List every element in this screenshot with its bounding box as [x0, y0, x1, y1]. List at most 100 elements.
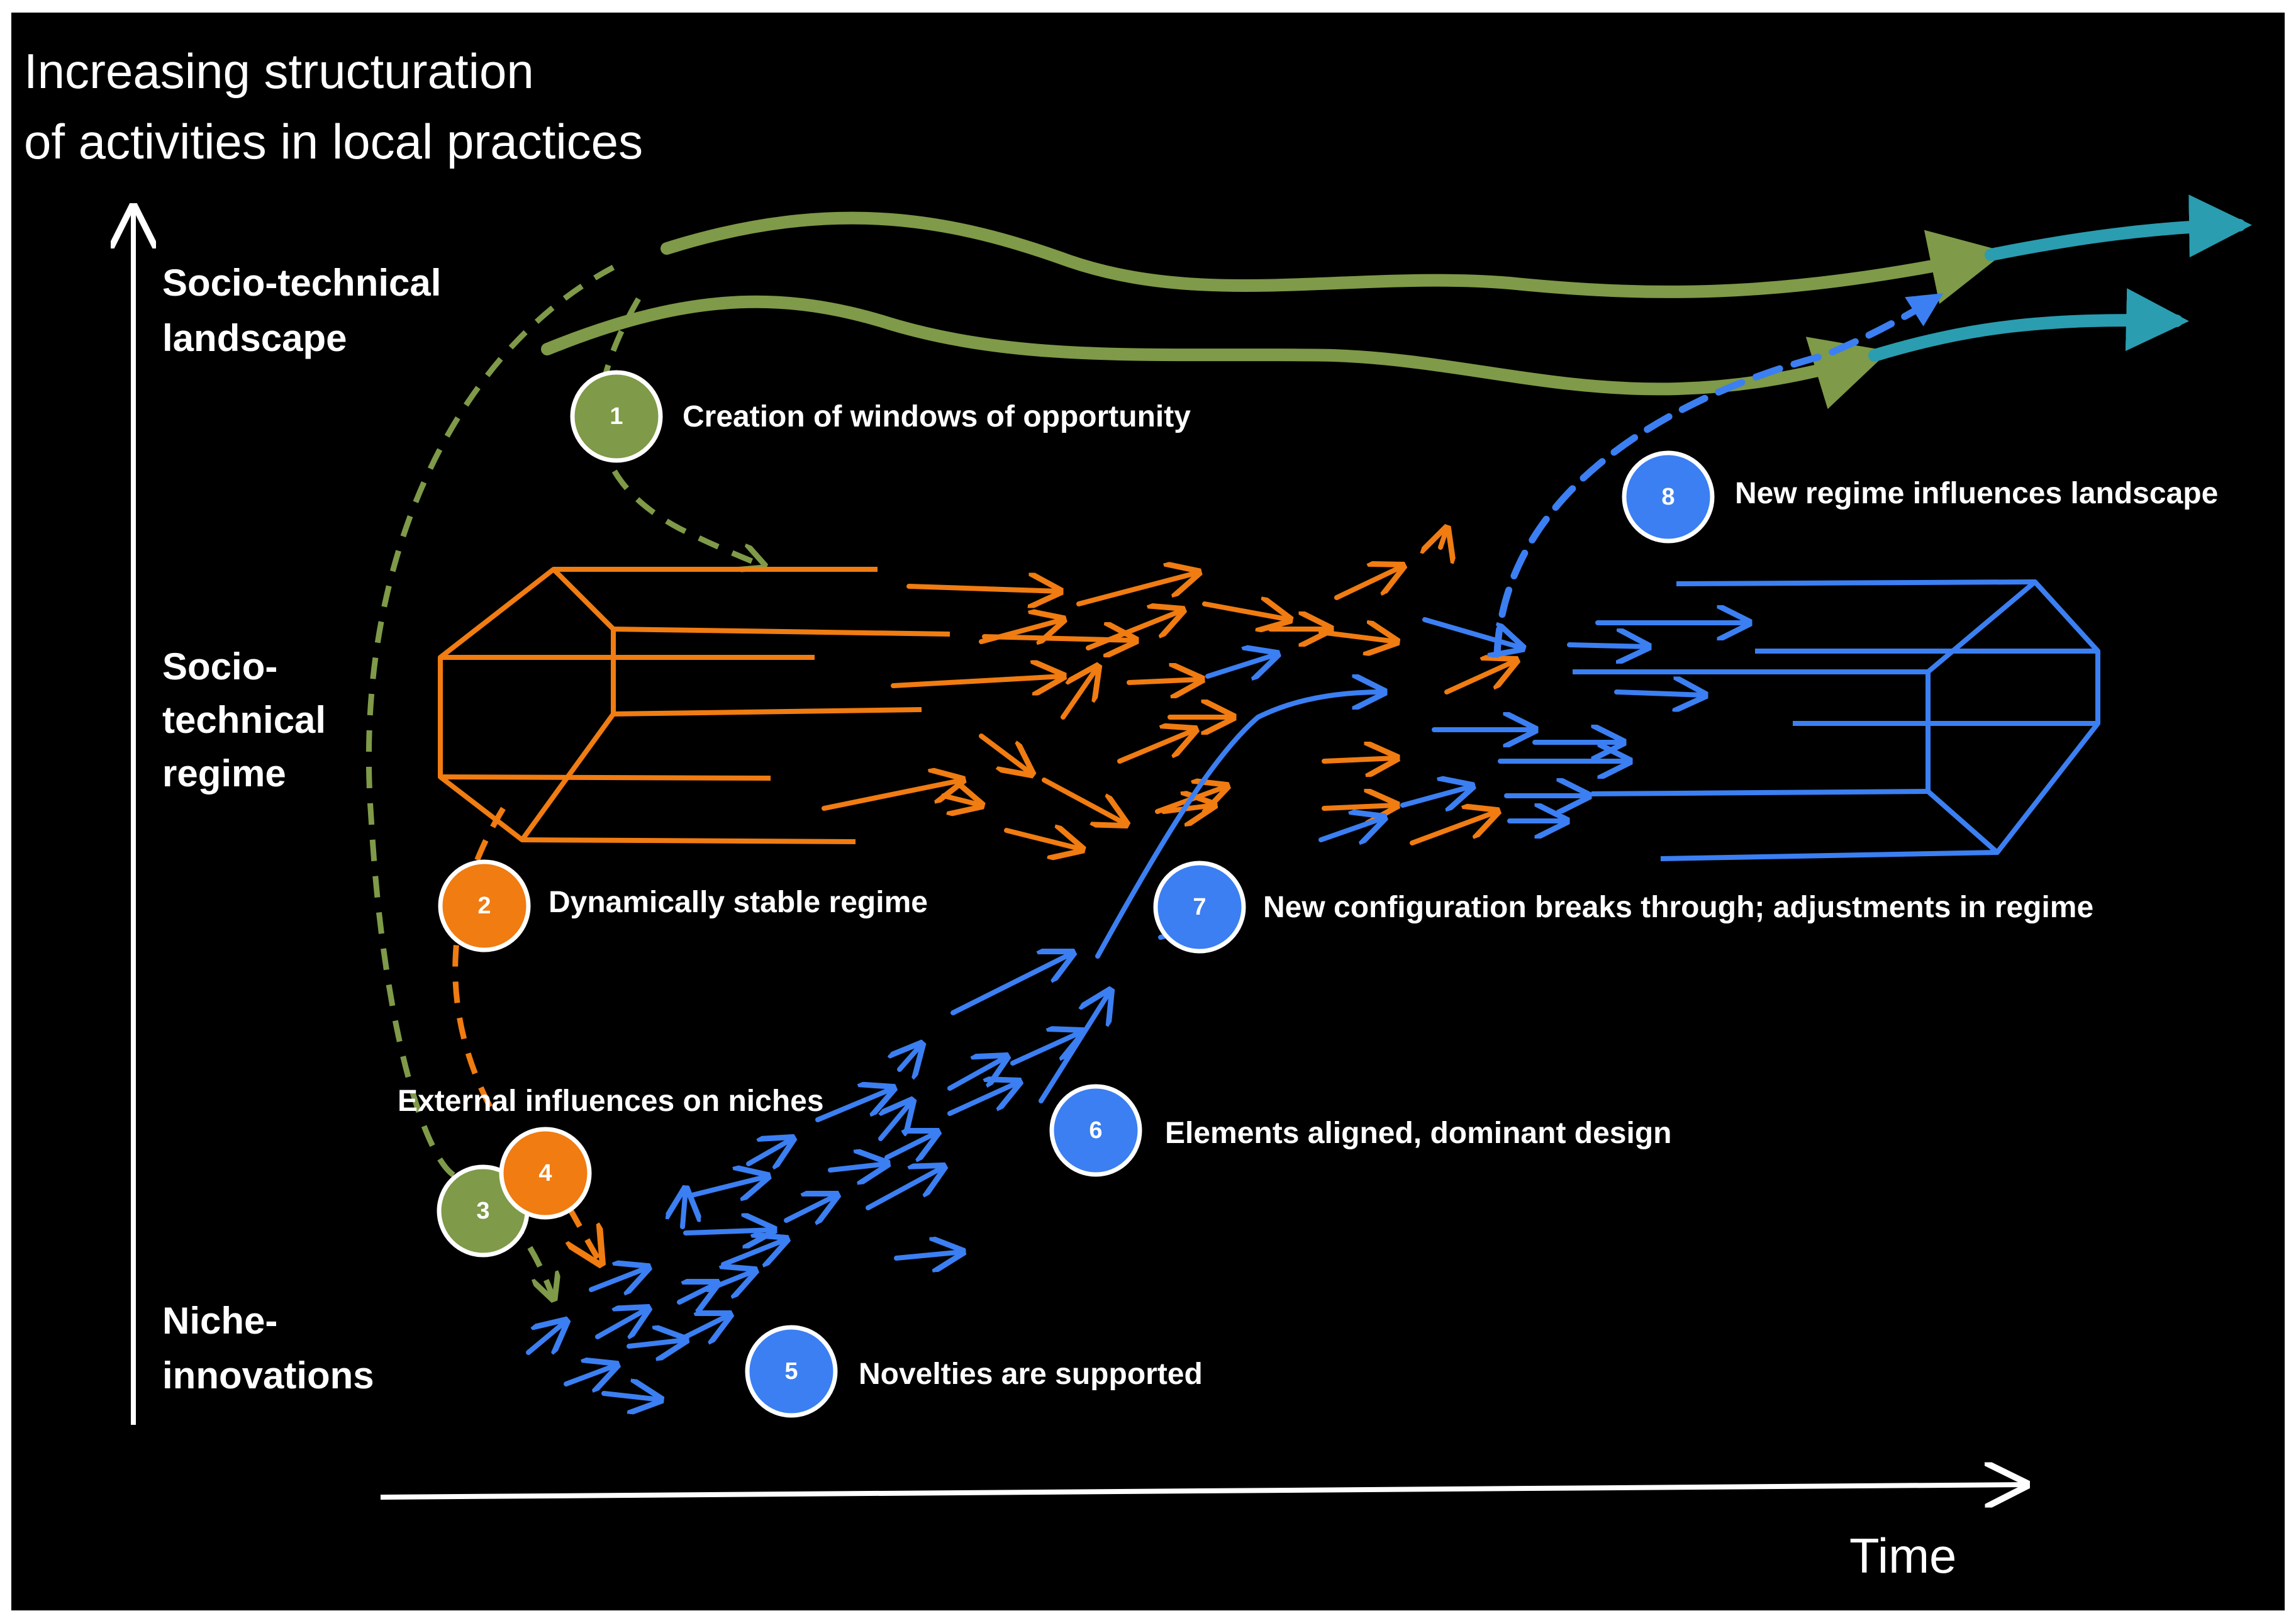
niche-influence-dash-4	[569, 1206, 601, 1263]
regime-arrow	[979, 733, 1032, 774]
niche-arrow	[1010, 1032, 1082, 1066]
regime-arrow	[1318, 632, 1396, 642]
step-4: 4 External influences on niches	[398, 1085, 824, 1220]
breakthrough-curves	[1095, 293, 1944, 959]
niche-arrow	[1400, 786, 1472, 805]
step-1-number: 1	[610, 403, 623, 430]
niche-arrow	[1318, 818, 1384, 840]
niche-arrow	[564, 1365, 616, 1384]
niche-arrow	[1422, 617, 1522, 648]
regime-arrow	[1444, 661, 1516, 694]
regime-arrow	[941, 796, 981, 805]
regime-influence-dashes	[452, 806, 601, 1263]
niche-arrow	[950, 953, 1073, 1015]
regime-prism-edge	[613, 707, 922, 717]
niche-arrow	[878, 1101, 912, 1141]
y-axis-title-line-1: Increasing structuration	[24, 43, 534, 99]
time-axis-label: Time	[1849, 1528, 1956, 1583]
landscape-wave-upper-new	[1985, 194, 2252, 261]
step-5: 5 Novelties are supported	[745, 1325, 1203, 1418]
time-axis-arrow	[380, 1485, 2026, 1497]
regime-to-niche-dash	[452, 806, 506, 1122]
step-7-number: 7	[1193, 894, 1206, 920]
step-6-number: 6	[1089, 1117, 1102, 1144]
landscape-arrows	[541, 194, 2252, 410]
step-7-label: New configuration breaks through; adjust…	[1263, 891, 2093, 924]
regime-prism-edge	[521, 837, 856, 844]
regime-arrow	[1202, 604, 1290, 620]
niche-arrow	[784, 1195, 837, 1220]
regime-arrow	[1042, 778, 1126, 824]
niche-arrow	[627, 1340, 686, 1346]
landscape-to-niche-dash	[365, 265, 615, 1180]
step-5-number: 5	[784, 1358, 798, 1385]
regime-arrow	[1004, 830, 1082, 849]
landscape-label-line-2: landscape	[162, 317, 347, 359]
niche-arrow	[1205, 654, 1277, 676]
step-2-number: 2	[477, 893, 491, 919]
breakthrough-curve	[1095, 692, 1384, 959]
niche-arrow	[677, 1283, 717, 1302]
regime-arrow	[1117, 730, 1195, 764]
regime-label-line-1: Socio-	[162, 645, 277, 688]
niche-arrow	[595, 1308, 648, 1337]
step-8: 8 New regime influences landscape	[1622, 450, 2218, 544]
niche-arrow	[526, 1321, 566, 1355]
new-regime-prism-edge	[1660, 850, 1998, 861]
niche-arrow	[683, 1189, 686, 1229]
new-regime-prism-edge	[1591, 789, 1929, 796]
step-1-label: Creation of windows of opportunity	[683, 400, 1191, 433]
regime-arrow	[1322, 758, 1396, 761]
step-6: 6 Elements aligned, dominant design	[1049, 1084, 1671, 1177]
regime-prism	[438, 567, 950, 844]
regime-arrow	[1086, 610, 1183, 650]
niche-arrow	[947, 1082, 1019, 1116]
step-6-label: Elements aligned, dominant design	[1165, 1117, 1671, 1150]
step-8-number: 8	[1661, 484, 1675, 510]
niche-arrow	[683, 1230, 774, 1233]
new-regime-prism-edge	[1676, 579, 2036, 586]
regime-label-line-3: regime	[162, 752, 286, 795]
step-8-badge	[1622, 450, 1715, 544]
step-8-label: New regime influences landscape	[1735, 477, 2218, 510]
step-1-badge	[570, 370, 663, 463]
niche-arrow	[866, 1167, 944, 1210]
new-regime-prism	[1573, 579, 2100, 861]
regime-arrow	[822, 780, 962, 811]
regime-arrow	[891, 676, 1063, 686]
regime-arrow	[906, 586, 1060, 591]
niche-arrow	[900, 1044, 922, 1069]
niche-arrow	[746, 1139, 793, 1164]
step-4-number: 4	[538, 1160, 552, 1186]
regime-arrow	[1322, 805, 1396, 808]
regime-arrow	[1334, 566, 1403, 600]
step-1: 1 Creation of windows of opportunity	[570, 370, 1191, 463]
step-2-badge	[438, 859, 531, 952]
step-5-badge	[745, 1325, 838, 1418]
niche-label-line-1: Niche-	[162, 1300, 277, 1342]
step-5-label: Novelties are supported	[859, 1358, 1203, 1391]
niche-arrow	[828, 1164, 887, 1170]
regime-prism-edge	[440, 774, 771, 781]
regime-arrow	[1076, 572, 1198, 606]
landscape-wave-upper	[660, 211, 2006, 304]
regime-arrow	[1410, 812, 1497, 845]
regime-arrow	[1441, 528, 1447, 547]
landscape-wave-lower	[541, 295, 1889, 410]
step-7-badge	[1153, 861, 1246, 954]
step-2: 2 Dynamically stable regime	[438, 859, 928, 952]
regime-arrow	[979, 620, 1063, 642]
step-2-label: Dynamically stable regime	[549, 886, 928, 919]
regime-prism-edge	[613, 627, 950, 637]
niche-label-line-2: innovations	[162, 1354, 374, 1397]
new-regime-to-landscape-dash	[1493, 293, 1944, 658]
niche-arrow	[894, 1252, 962, 1258]
niche-arrow	[947, 1057, 1006, 1091]
niche-arrow	[1567, 645, 1648, 647]
niche-arrow	[1614, 692, 1705, 695]
landscape-wave-lower-new	[1868, 288, 2189, 362]
regime-label-line-2: technical	[162, 699, 326, 741]
step-4-label: External influences on niches	[398, 1085, 824, 1118]
